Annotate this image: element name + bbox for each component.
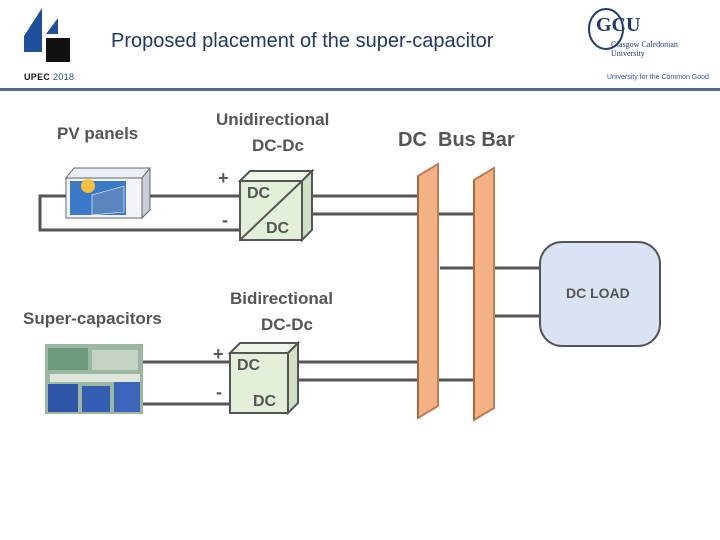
header-rule bbox=[0, 88, 720, 91]
uni-converter-top-text: DC bbox=[247, 185, 271, 202]
pv-panels-label: PV panels bbox=[57, 124, 138, 143]
upec-logo-text: UPEC 2018 bbox=[24, 72, 75, 82]
bi-converter-top-text: DC bbox=[237, 357, 261, 374]
dc-load-label: DC LOAD bbox=[566, 285, 630, 301]
supercapacitor-diagram: PV panels Unidirectional DC-Dc DC Bus Ba… bbox=[23, 110, 661, 422]
sun-icon bbox=[81, 179, 95, 193]
gcu-logo-tagline: University for the Common Good bbox=[607, 74, 709, 81]
pv-negative-wire bbox=[38, 225, 240, 232]
slide-header: UPEC 2018 Proposed placement of the supe… bbox=[0, 0, 720, 92]
dc-load: DC LOAD bbox=[539, 241, 661, 347]
supercapacitors-label: Super-capacitors bbox=[23, 309, 162, 328]
uni-plus-sign: + bbox=[218, 168, 229, 188]
unidirectional-converter: DC DC + - bbox=[218, 168, 315, 243]
pv-panel-image bbox=[64, 166, 152, 220]
bidirectional-label-1: Bidirectional bbox=[230, 289, 333, 308]
unidirectional-label-2: DC-Dc bbox=[252, 136, 304, 155]
bidirectional-converter: DC DC + - bbox=[213, 340, 301, 416]
gcu-logo-name: Glasgow Caledonian University bbox=[611, 40, 678, 58]
uni-minus-sign: - bbox=[222, 210, 228, 230]
bus-bar-label: DC Bus Bar bbox=[398, 129, 515, 151]
supercapacitor-image bbox=[45, 344, 143, 414]
gcu-logo-ring bbox=[588, 8, 624, 50]
bus-bar-left bbox=[417, 162, 439, 420]
bi-plus-sign: + bbox=[213, 344, 224, 364]
bi-minus-sign: - bbox=[216, 382, 222, 402]
uni-converter-bottom-text: DC bbox=[266, 220, 290, 237]
bidirectional-label-2: DC-Dc bbox=[261, 315, 313, 334]
unidirectional-label-1: Unidirectional bbox=[216, 110, 329, 129]
bus-bar-right bbox=[473, 166, 495, 422]
gcu-logo-mark: GCU bbox=[596, 14, 641, 36]
bi-converter-bottom-text: DC bbox=[253, 393, 277, 410]
upec-logo bbox=[24, 8, 70, 62]
pv-positive-wire bbox=[38, 194, 240, 225]
page-title: Proposed placement of the super-capacito… bbox=[111, 30, 494, 52]
